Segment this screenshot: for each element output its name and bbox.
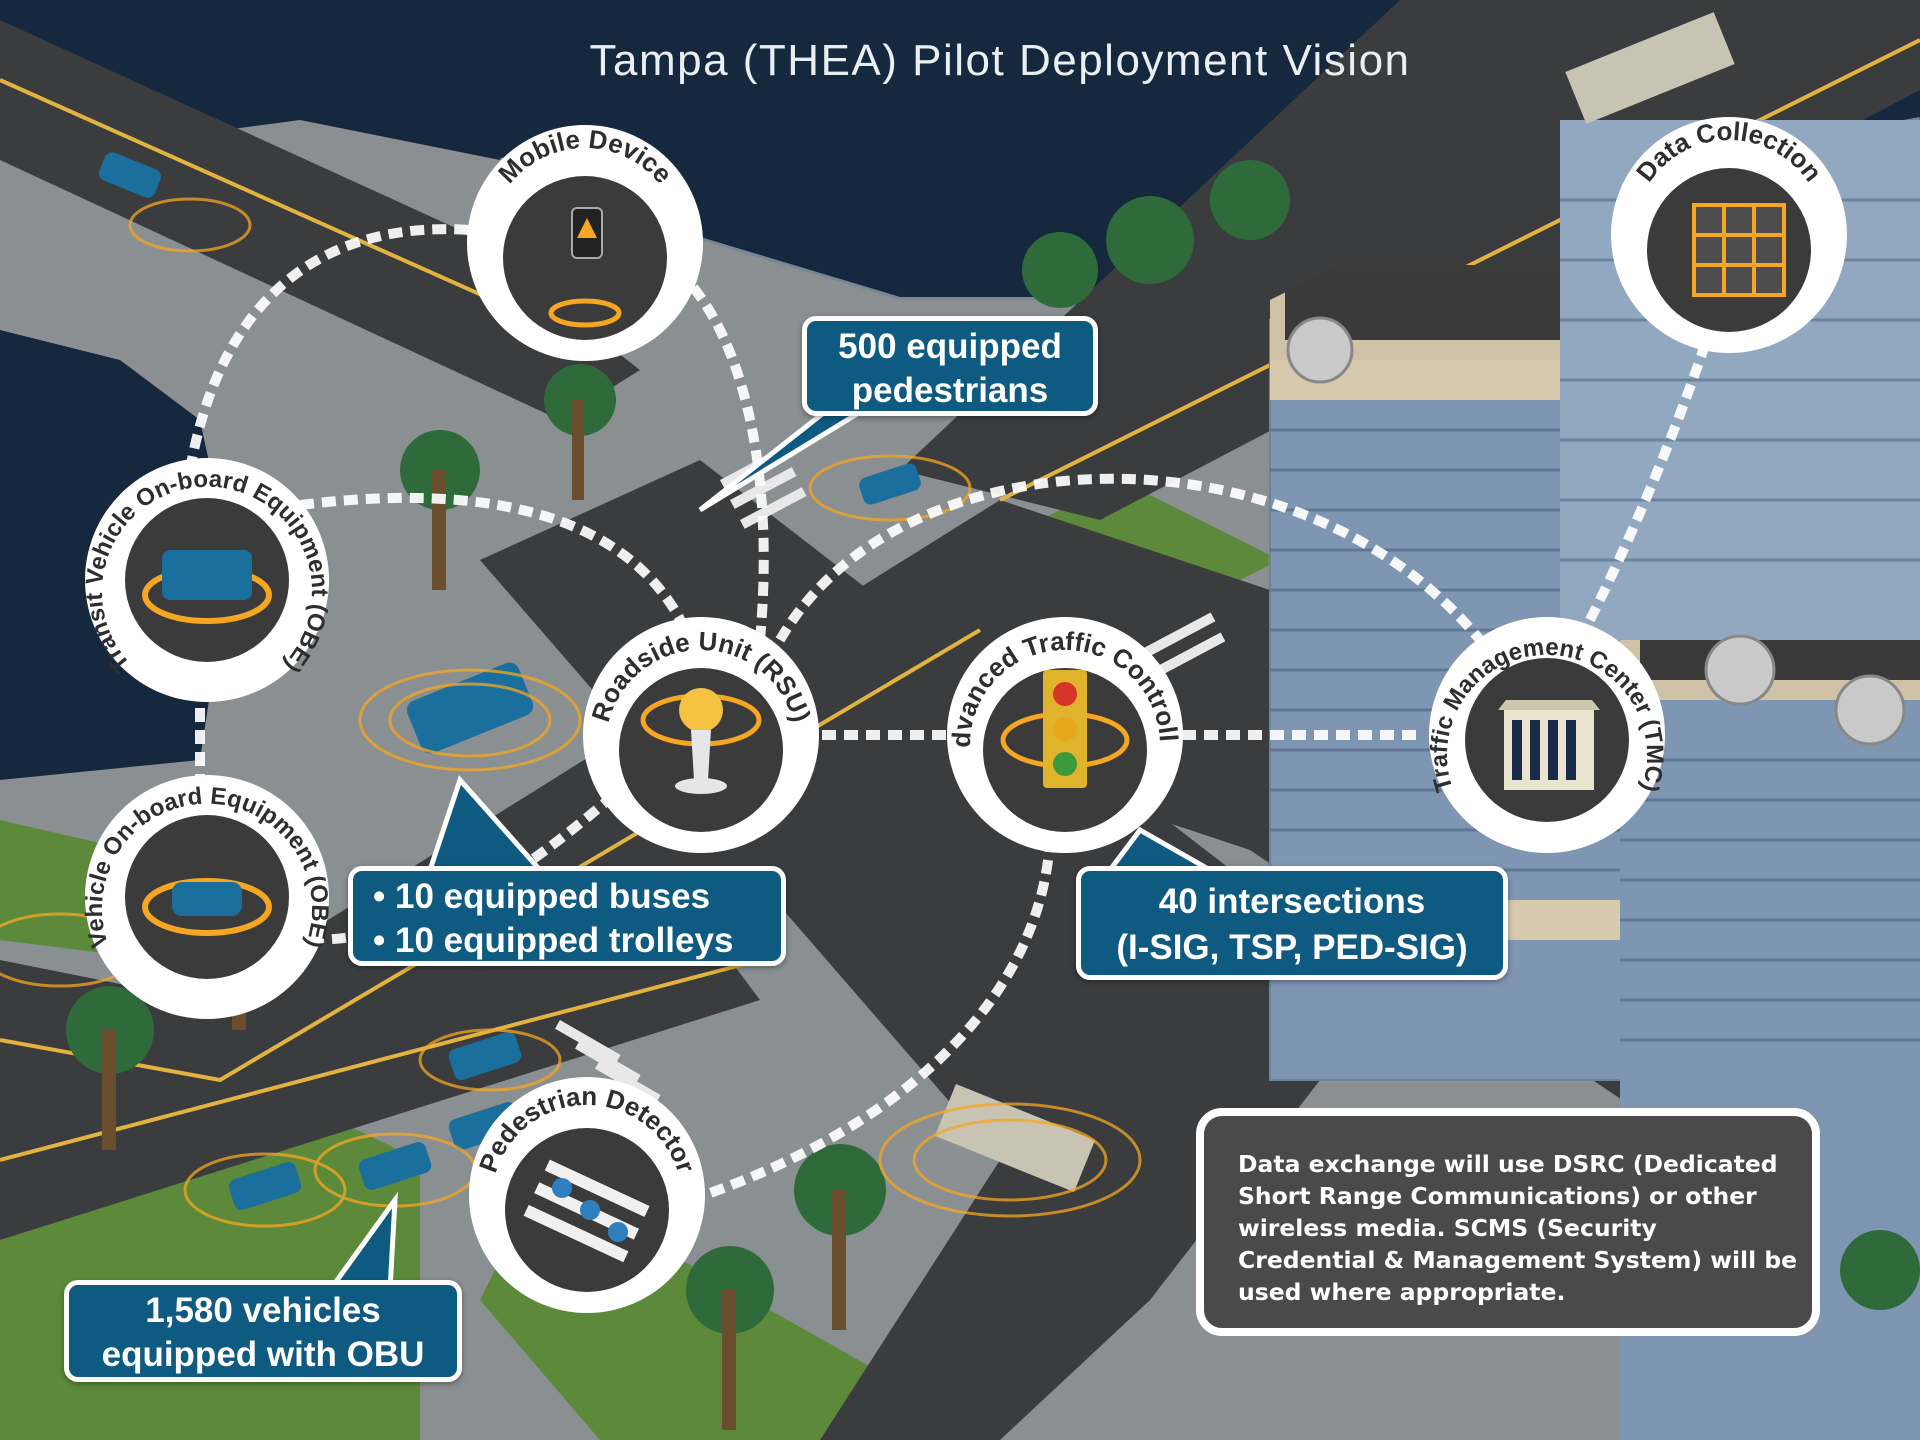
phone-icon [571, 207, 603, 259]
callout-line: equipped with OBU [101, 1335, 425, 1374]
car-icon [859, 463, 921, 505]
satellite-dish-icon [1286, 316, 1354, 384]
satellite-dish-icon [1704, 634, 1776, 706]
info-note: Data exchange will use DSRC (Dedicated S… [1196, 1108, 1820, 1336]
node-rsu: Roadside Unit (RSU) [583, 617, 819, 853]
callout-line: • 10 equipped trolleys [373, 921, 734, 960]
car-icon [448, 1032, 522, 1080]
arc-transit-rsu [299, 492, 695, 642]
crosswalk-sensor-icon [523, 1159, 650, 1263]
pointer-pedestrians [698, 397, 889, 513]
page-title: Tampa (THEA) Pilot Deployment Vision [589, 36, 1411, 85]
callout-line: pedestrians [851, 371, 1049, 410]
node-data-collection: Data Collection [1611, 116, 1847, 353]
node-mobile-device: Mobile Device [467, 124, 703, 361]
callout-line: (I-SIG, TSP, PED-SIG) [1116, 928, 1468, 967]
callout-transit: • 10 equipped buses • 10 equipped trolle… [348, 866, 786, 966]
traffic-light-icon [1043, 670, 1087, 788]
road-left-lower [0, 920, 760, 1240]
car-icon [172, 882, 242, 916]
callout-vehicles: 1,580 vehicles equipped with OBU [64, 1280, 462, 1382]
car-icon [98, 152, 162, 198]
crosswalk-mid [1140, 612, 1226, 679]
info-note-text: Data exchange will use DSRC (Dedicated S… [1238, 1150, 1798, 1306]
node-tmc: Traffic Management Center (TMC) [1426, 617, 1668, 853]
antenna-icon [679, 688, 723, 732]
arc-transit-mobile [185, 224, 471, 471]
node-vehicle-obe: Vehicle On-board Equipment (OBE) [82, 775, 332, 1019]
callout-line: • 10 equipped buses [373, 877, 711, 916]
arc-rsu-tmc [775, 473, 1484, 644]
callout-line: 1,580 vehicles [145, 1291, 381, 1330]
signal-rings [0, 197, 1142, 1228]
pointer-vehicles [325, 1191, 398, 1293]
road-upper-left [0, 20, 640, 420]
satellite-dish-icon [1834, 674, 1906, 746]
callout-line: 500 equipped [838, 327, 1062, 366]
node-transit-obe: Transit Vehicle On-board Equipment (OBE) [82, 458, 332, 702]
truck-icon [934, 1083, 1096, 1193]
lane-line-1 [0, 78, 561, 332]
car-icon [228, 1162, 302, 1210]
arc-tmc-data [1585, 328, 1715, 623]
callout-intersections: 40 intersections (I-SIG, TSP, PED-SIG) [1076, 866, 1508, 980]
building-icon [1498, 700, 1600, 790]
callout-pedestrians: 500 equipped pedestrians [802, 316, 1098, 416]
bus-icon [162, 550, 252, 600]
callout-line: 40 intersections [1158, 882, 1426, 921]
pointer-transit [426, 775, 546, 873]
server-rack-icon [1692, 203, 1786, 297]
lane-line-3 [0, 958, 761, 1162]
pointer-intersections [1105, 826, 1220, 873]
data-flow-arrows [185, 224, 1715, 1205]
truck-icon [1565, 12, 1735, 124]
car-icon [358, 1142, 432, 1190]
node-pedestrian-detector: Pedestrian Detector [469, 1077, 705, 1313]
arc-ped-atc [688, 839, 1055, 1205]
node-atc: Advanced Traffic Controller [940, 610, 1184, 853]
